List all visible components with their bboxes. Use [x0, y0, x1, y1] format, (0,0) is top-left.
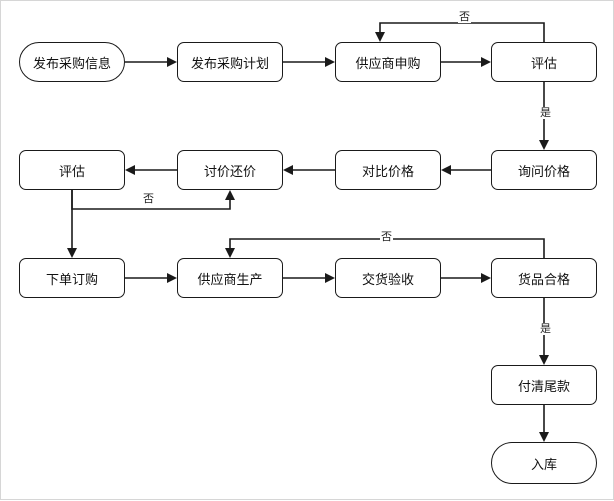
node-evaluate-2[interactable]: 评估	[19, 150, 125, 190]
edge-label-yes-2: 是	[539, 322, 552, 335]
node-evaluate-1[interactable]: 评估	[491, 42, 597, 82]
node-warehouse-in[interactable]: 入库	[491, 442, 597, 484]
node-compare-price[interactable]: 对比价格	[335, 150, 441, 190]
node-supplier-request[interactable]: 供应商申购	[335, 42, 441, 82]
edge-label-yes-1: 是	[539, 106, 552, 119]
edge-label-no-2: 否	[142, 192, 155, 205]
edge-label-no-1: 否	[458, 10, 471, 23]
node-publish-info[interactable]: 发布采购信息	[19, 42, 125, 82]
node-delivery-inspection[interactable]: 交货验收	[335, 258, 441, 298]
edge-label-no-3: 否	[380, 230, 393, 243]
node-pay-balance[interactable]: 付清尾款	[491, 365, 597, 405]
node-publish-plan[interactable]: 发布采购计划	[177, 42, 283, 82]
node-place-order[interactable]: 下单订购	[19, 258, 125, 298]
node-supplier-produce[interactable]: 供应商生产	[177, 258, 283, 298]
node-inquire-price[interactable]: 询问价格	[491, 150, 597, 190]
node-goods-qualified[interactable]: 货品合格	[491, 258, 597, 298]
edge-evaluate-no-loop	[375, 22, 545, 42]
node-negotiate[interactable]: 讨价还价	[177, 150, 283, 190]
